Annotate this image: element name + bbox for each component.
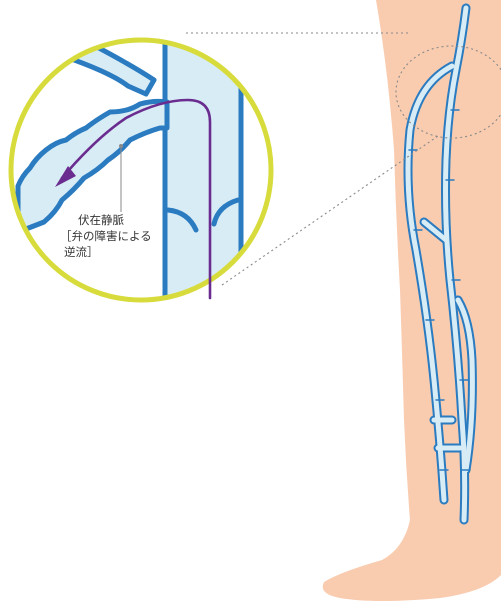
annotation-line-3: 逆流］ [64,245,99,260]
annotation-line-1: 伏在静脈 [78,213,124,228]
leg-silhouette [323,0,501,601]
magnifier [9,20,273,320]
annotation-line-2: ［弁の障害による [60,229,152,244]
